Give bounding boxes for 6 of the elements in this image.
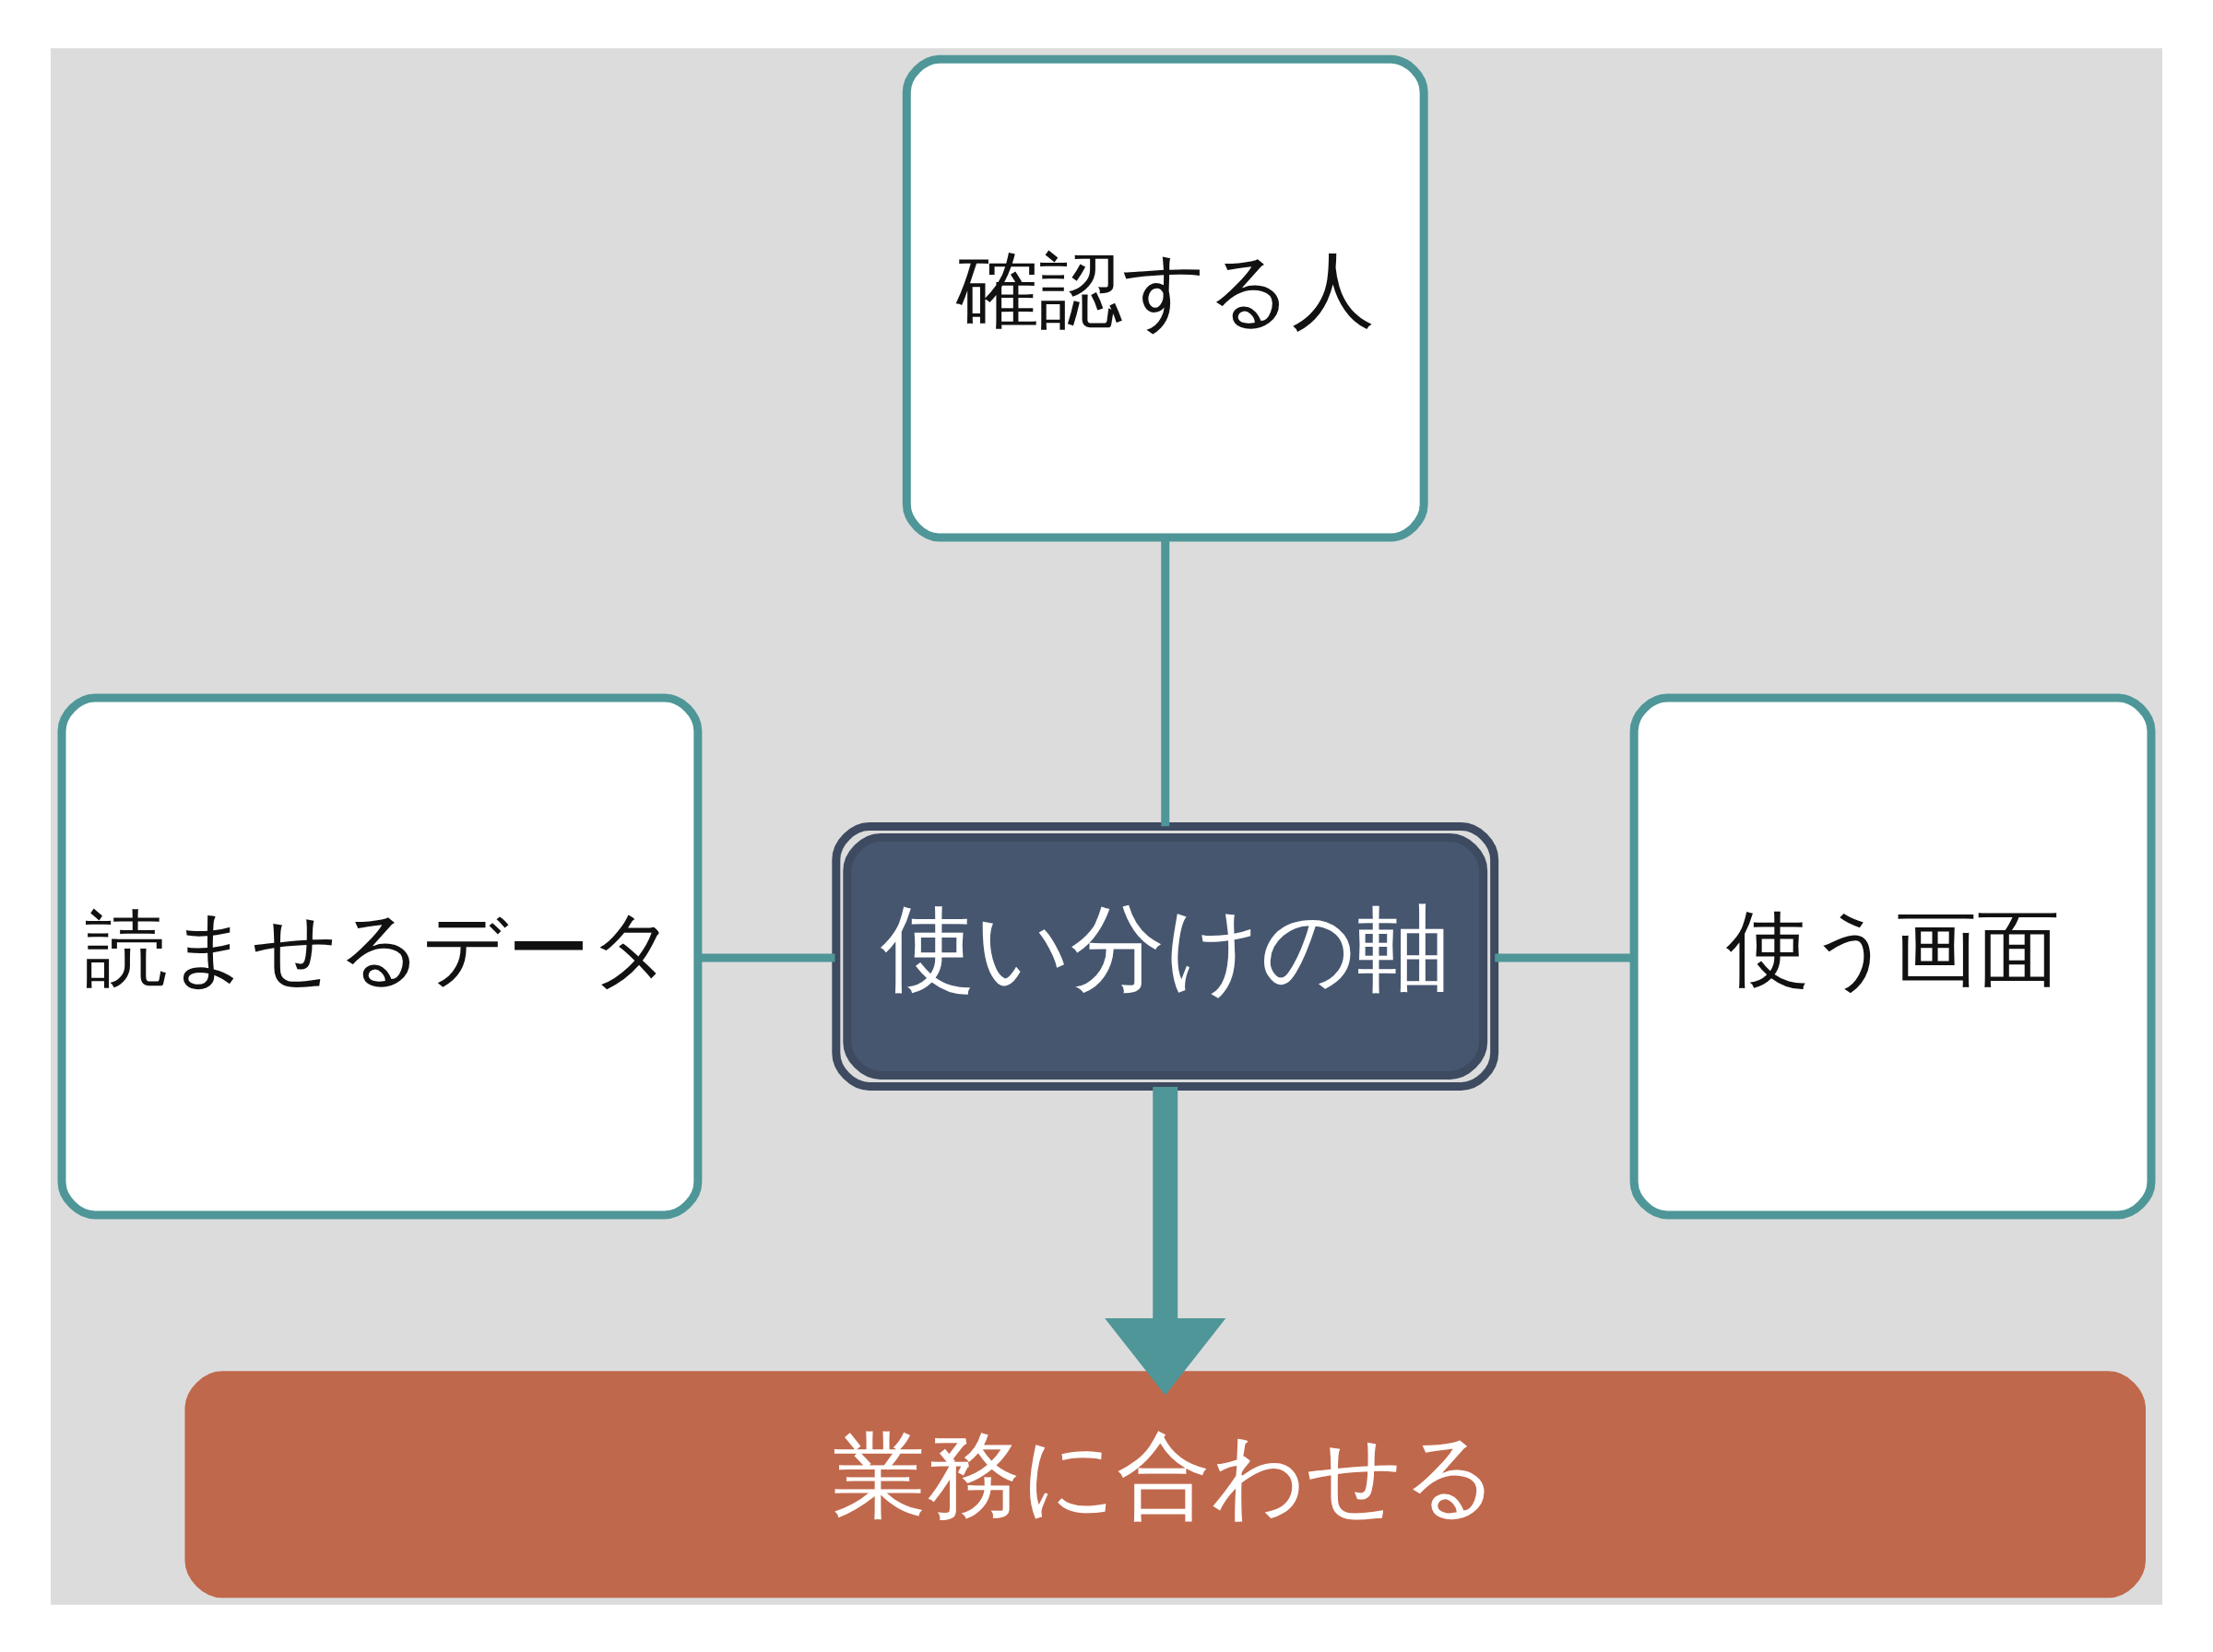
node-box: 読ませるデータ	[57, 693, 703, 1219]
node-box: 使う画面	[1629, 693, 2156, 1219]
node-box: 使い分けの軸	[832, 821, 1499, 1091]
node-box: 業務に合わせる	[184, 1370, 2146, 1598]
node-box: 確認する人	[902, 54, 1428, 542]
arrow	[1105, 1086, 1226, 1395]
